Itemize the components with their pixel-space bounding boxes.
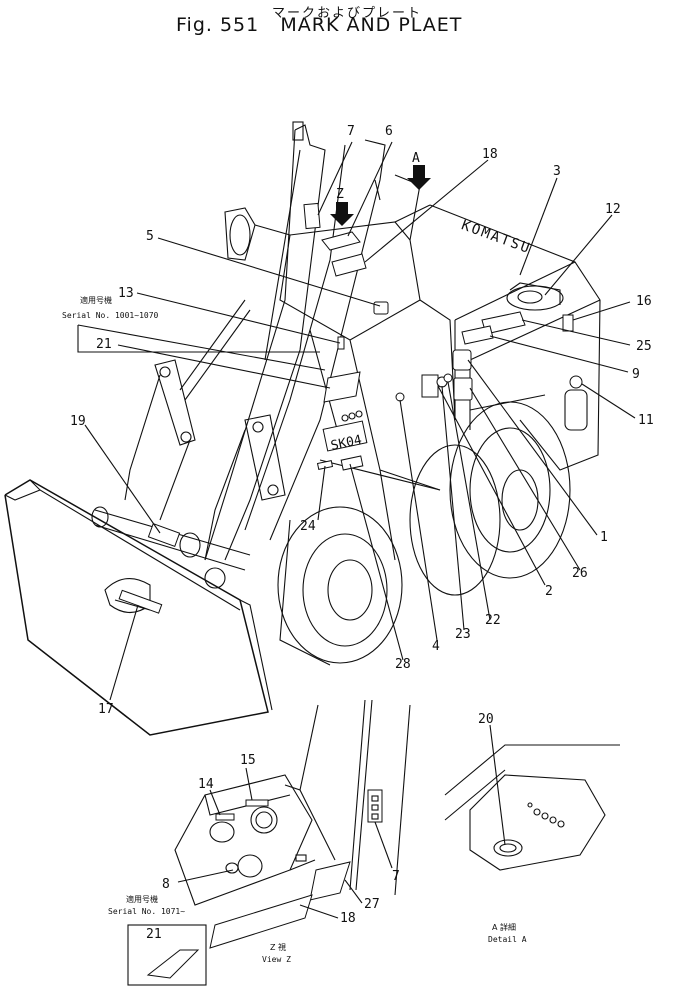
view-z-drawing [127,699,411,986]
callout-15: 15 [240,753,256,768]
serial-note-bottom-jp: 適用号機 [126,894,158,904]
callout-11: 11 [638,413,654,428]
bracket-line-21b [77,324,326,371]
view-z-leaders [177,767,393,919]
view-z-label-jp: Z 視 [270,943,286,952]
callout-6: 6 [385,124,393,139]
callout-14: 14 [198,777,214,792]
cab-top-drawing [224,207,291,261]
callout-5: 5 [146,229,154,244]
callout-7b: 7 [392,869,400,884]
callout-23: 23 [455,627,471,642]
callout-1: 1 [600,530,608,545]
callout-12: 12 [605,202,621,217]
view-arrows [330,165,431,226]
arrow-a-label: A [412,151,420,166]
callout-3: 3 [553,164,561,179]
callout-19: 19 [70,414,86,429]
serial-note-bottom-en: Serial No. 1071~ [108,907,185,916]
callout-27: 27 [364,897,380,912]
title-japanese: マークおよびプレート [272,6,423,21]
detail-a-label-jp: A 詳細 [492,922,516,932]
serial-note-top-en: Serial No. 1001~1070 [62,311,159,320]
callout-7: 7 [347,124,355,139]
bracket-line-21 [77,325,320,353]
detail-a-label-en: Detail A [488,935,527,944]
callout-28: 28 [395,657,411,672]
machine-body-drawing [277,204,601,666]
serial-note-top-jp: 適用号機 [80,295,112,305]
callout-22: 22 [485,613,501,628]
callout-24: 24 [300,519,316,534]
loader-arms-drawing [91,121,421,589]
plates-on-body [147,202,583,548]
detail-a-drawing [444,724,620,871]
hood-brand: KOMATSU [459,217,533,257]
callout-25: 25 [636,339,652,354]
callout-8: 8 [162,877,170,892]
sk04-plate-text: SK04 [329,433,363,454]
callout-21: 21 [96,337,112,352]
callout-16: 16 [636,294,652,309]
title-english: Fig. 551 MARK AND PLAET [176,14,463,36]
bucket-drawing [4,479,273,736]
callout-26: 26 [572,566,588,581]
arrow-z-label: Z [336,187,344,202]
callout-21b: 21 [146,927,162,942]
callout-18b: 18 [340,911,356,926]
callout-20: 20 [478,712,494,727]
callout-18: 18 [482,147,498,162]
callout-numbers: 7 6 18 3 12 5 16 25 9 11 13 21 19 1 26 2… [70,124,654,717]
callout-9: 9 [632,367,640,382]
callout-17: 17 [98,702,114,717]
callout-4: 4 [432,639,440,654]
callout-13: 13 [118,286,134,301]
view-z-label-en: View Z [262,955,291,964]
leader-lines [84,141,636,701]
callout-2: 2 [545,584,553,599]
